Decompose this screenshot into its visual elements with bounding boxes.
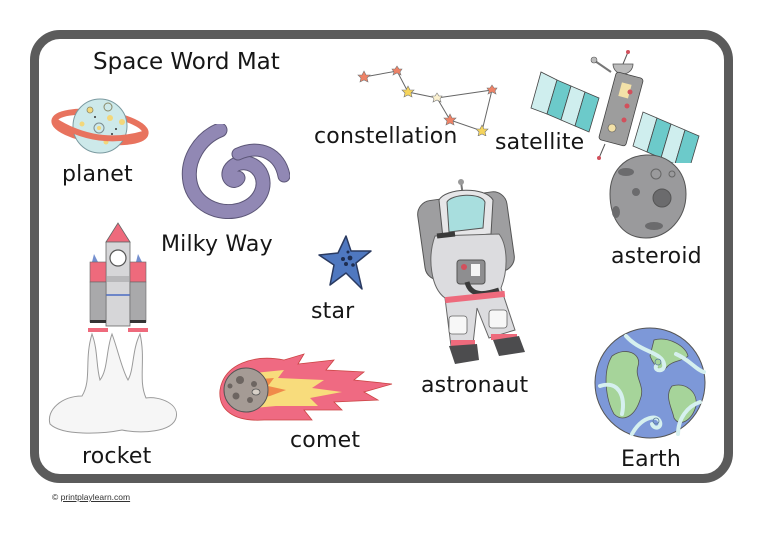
page-title: Space Word Mat [93,49,280,75]
word-rocket: rocket [82,444,152,469]
word-astronaut: astronaut [421,373,529,398]
rocket-icon [48,222,177,434]
copyright-symbol: © [52,492,59,502]
word-satellite: satellite [495,130,585,155]
earth-icon [594,327,706,439]
milky-way-galaxy-icon [181,124,290,219]
comet-icon [219,353,393,421]
astronaut-icon [417,179,525,364]
word-comet: comet [290,428,361,453]
planet-icon [51,98,149,154]
word-milky-way: Milky Way [161,232,273,257]
asteroid-icon [609,154,687,239]
word-star: star [311,299,355,324]
word-planet: planet [62,162,133,187]
word-earth: Earth [621,447,681,472]
satellite-icon [530,50,700,163]
word-constellation: constellation [314,124,458,149]
word-asteroid: asteroid [611,244,702,269]
copyright-footer: © printplaylearn.com [52,492,130,502]
star-icon [318,235,372,290]
constellation-icon [357,65,498,136]
website-link[interactable]: printplaylearn.com [60,492,131,502]
